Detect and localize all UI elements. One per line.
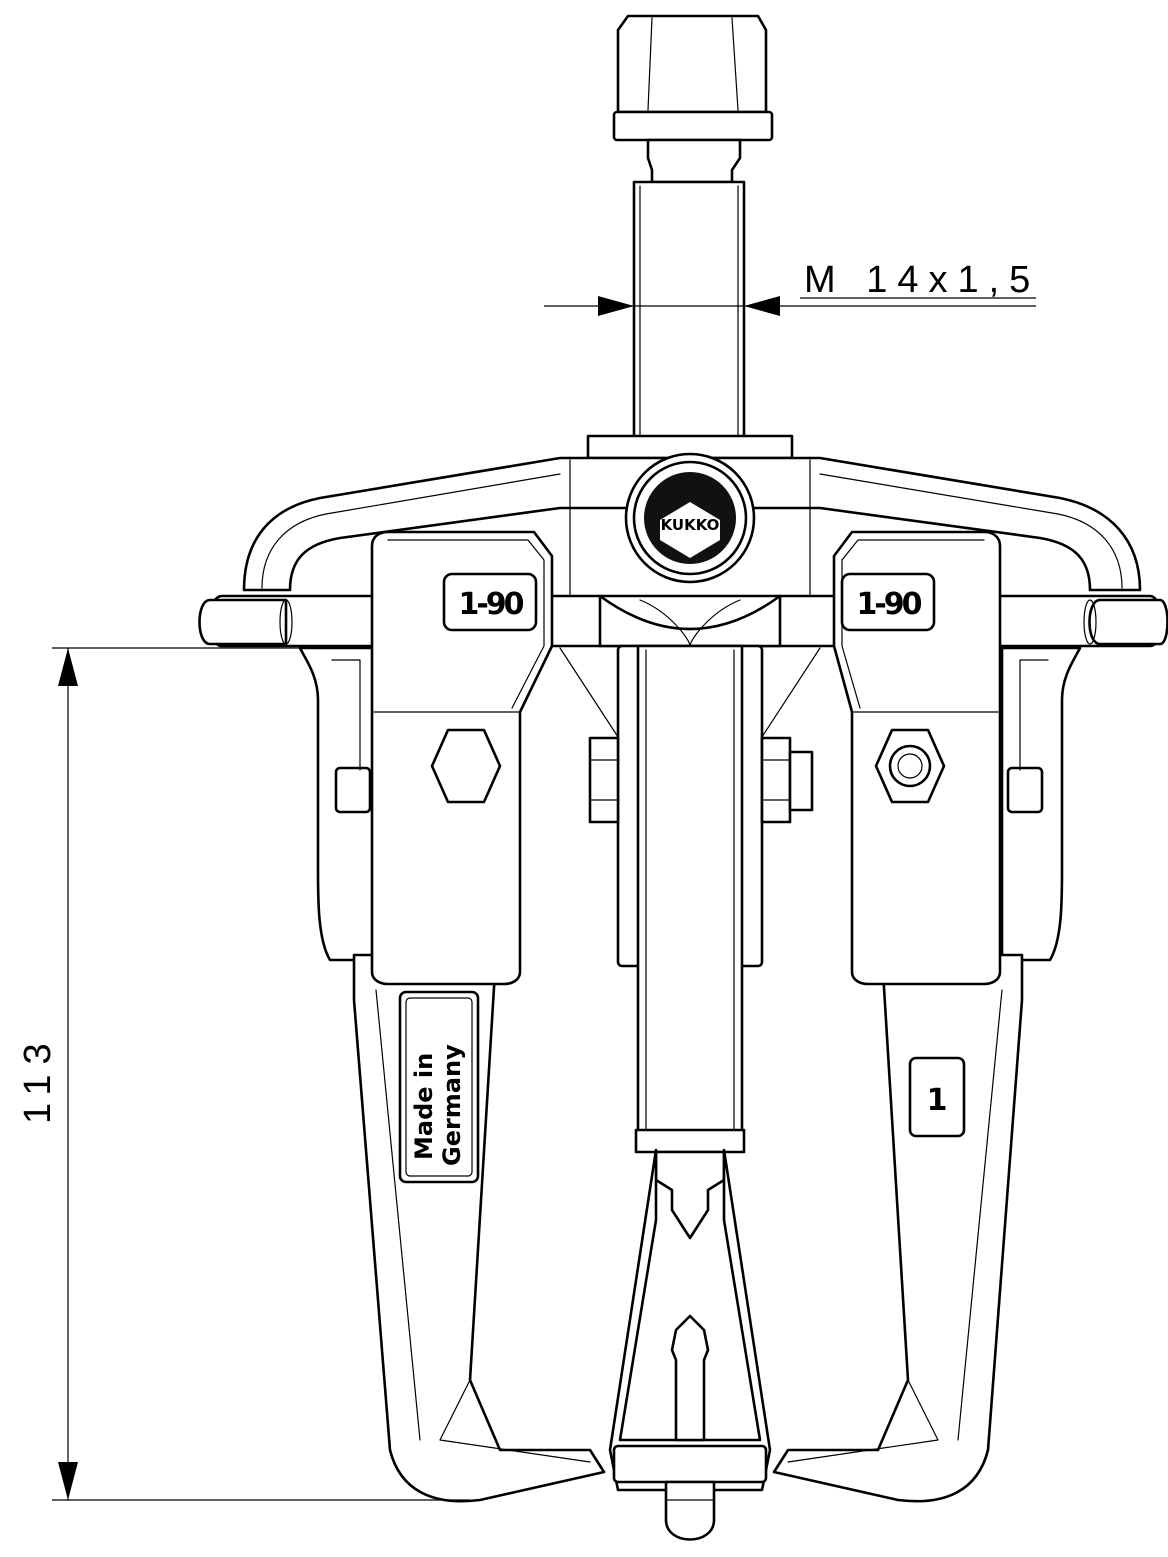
spindle-hex-nut xyxy=(612,14,774,184)
left-jaw-hex-bolt xyxy=(430,728,502,804)
made-in-germany-plate: Made in Germany xyxy=(398,990,480,1184)
height-dimension: 113 xyxy=(17,647,470,1501)
guide-bar xyxy=(198,594,1168,648)
right-jaw-block: 1-90 xyxy=(832,530,1002,986)
size-badge xyxy=(908,1056,966,1138)
size-badge-text: 1 xyxy=(927,1083,948,1118)
height-arrow-top xyxy=(58,648,78,686)
center-column xyxy=(559,644,821,1154)
thread-dimension: M 14x1,5 xyxy=(544,259,1040,316)
made-in-line1: Made in xyxy=(410,1053,438,1160)
made-in-line2: Germany xyxy=(438,1044,466,1166)
right-jaw-badge xyxy=(840,572,936,632)
spindle-tip xyxy=(608,1148,772,1541)
left-jaw-badge-text: 1-90 xyxy=(458,587,523,622)
left-jaw-badge xyxy=(442,572,538,632)
yoke-crossbar xyxy=(242,434,1142,601)
left-jaw-block: 1-90 xyxy=(370,530,554,986)
height-arrow-bottom xyxy=(58,1462,78,1500)
threaded-spindle xyxy=(632,180,746,442)
right-jaw-badge-text: 1-90 xyxy=(856,587,921,622)
right-jaw-hex-nut xyxy=(874,728,946,804)
thread-arrow-left xyxy=(598,296,634,316)
brand-logo: KUKKO xyxy=(624,452,756,584)
brand-logo-text: KUKKO xyxy=(661,516,720,534)
thread-dimension-label: M 14x1,5 xyxy=(804,259,1040,301)
height-dimension-label: 113 xyxy=(17,1033,59,1124)
thread-arrow-right xyxy=(744,296,780,316)
right-jaw-arm: 1 xyxy=(772,646,1082,1503)
